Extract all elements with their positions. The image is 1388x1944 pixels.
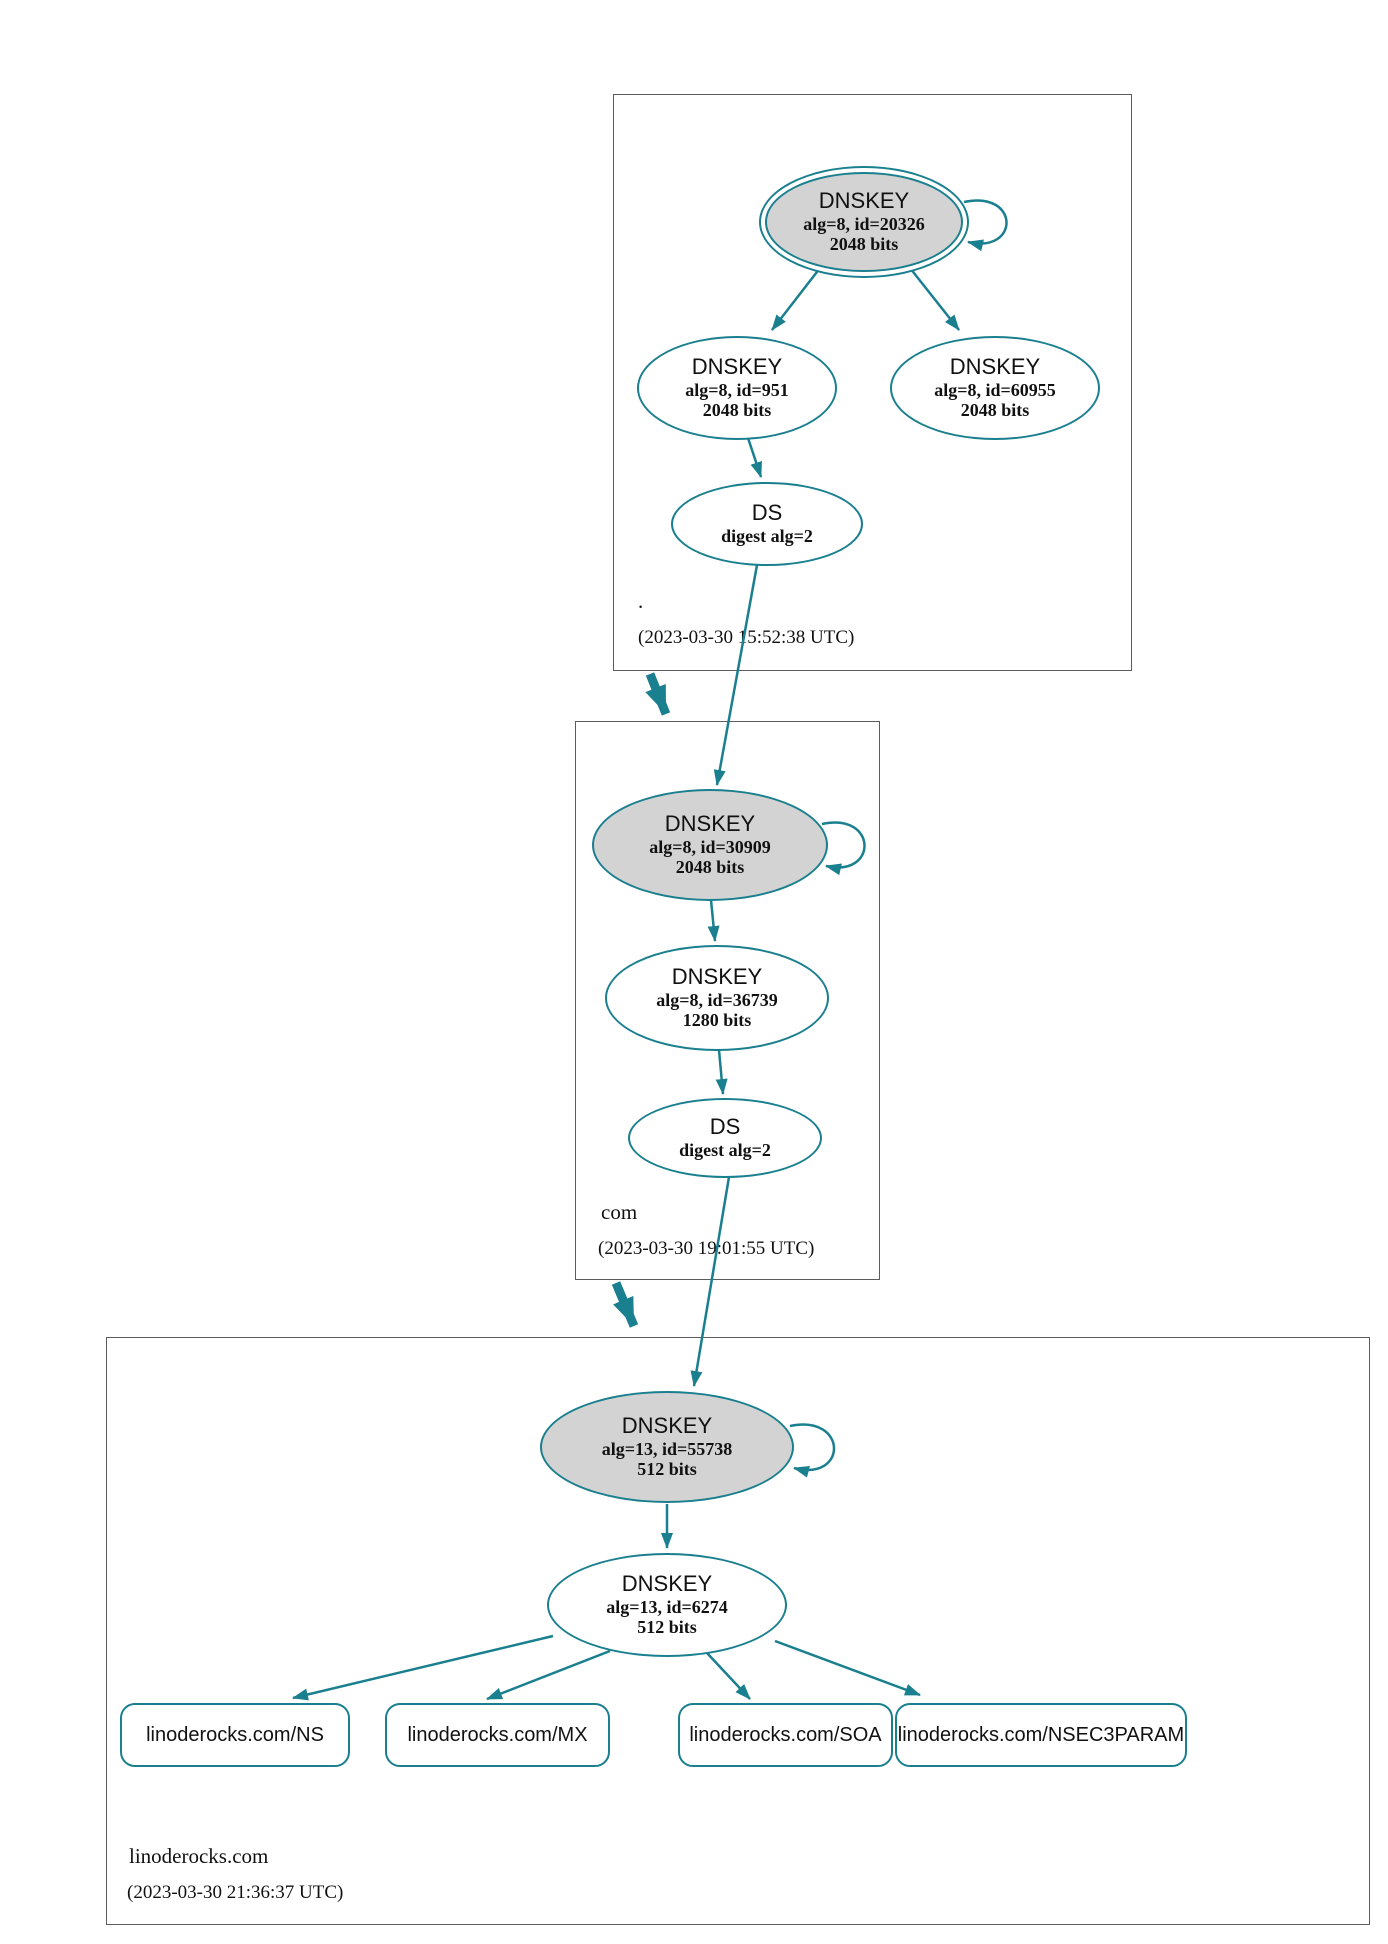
node-detail: alg=8, id=30909	[649, 836, 771, 857]
dnskey-node-root-zsk-60955[interactable]: DNSKEY alg=8, id=60955 2048 bits	[890, 336, 1100, 440]
node-detail: alg=8, id=60955	[934, 379, 1056, 400]
node-detail: alg=8, id=36739	[656, 989, 778, 1010]
node-bits: 1280 bits	[682, 1010, 752, 1031]
edge-root-ds-to-com-ksk	[713, 564, 759, 786]
node-title: DNSKEY	[621, 1571, 713, 1597]
edge-com-ds-to-dom-ksk	[690, 1176, 731, 1387]
dnskey-node-com-ksk[interactable]: DNSKEY alg=8, id=30909 2048 bits	[592, 789, 828, 901]
edge-com-ksk-to-zsk	[707, 899, 720, 942]
node-title: DNSKEY	[671, 964, 763, 990]
node-title: DNSKEY	[818, 188, 910, 214]
edge-com-zsk-to-ds	[715, 1049, 728, 1095]
edge-dom-zsk-to-nsec3param	[774, 1639, 921, 1697]
node-title: DS	[751, 500, 783, 526]
rrset-label: linoderocks.com/NS	[146, 1723, 324, 1746]
node-bits: 2048 bits	[960, 400, 1030, 421]
dnskey-node-linoderocks-ksk[interactable]: DNSKEY alg=13, id=55738 512 bits	[540, 1391, 794, 1503]
zone-cluster-linoderocks: linoderocks.com (2023-03-30 21:36:37 UTC…	[106, 1337, 1370, 1925]
zone-cluster-root: . (2023-03-30 15:52:38 UTC)	[613, 94, 1132, 671]
rrset-label: linoderocks.com/NSEC3PARAM	[897, 1723, 1185, 1746]
node-title: DNSKEY	[664, 811, 756, 837]
node-bits: 2048 bits	[702, 400, 772, 421]
zone-name-root: .	[638, 589, 644, 613]
edge-delegation-com-to-linoderocks	[611, 1281, 639, 1328]
node-detail: alg=8, id=951	[685, 379, 789, 400]
zone-timestamp-linoderocks: (2023-03-30 21:36:37 UTC)	[127, 1882, 344, 1903]
node-bits: 512 bits	[637, 1459, 697, 1480]
node-bits: 2048 bits	[829, 234, 899, 255]
dnskey-node-linoderocks-zsk[interactable]: DNSKEY alg=13, id=6274 512 bits	[547, 1553, 787, 1657]
node-detail: alg=8, id=20326	[803, 213, 925, 234]
zone-name-linoderocks: linoderocks.com	[129, 1844, 269, 1868]
node-detail: digest alg=2	[721, 526, 813, 547]
edge-dom-zsk-to-ns	[292, 1634, 554, 1701]
node-title: DS	[709, 1114, 741, 1140]
edge-dom-zsk-to-soa	[706, 1652, 751, 1700]
node-bits: 2048 bits	[675, 857, 745, 878]
node-detail: digest alg=2	[679, 1140, 771, 1161]
ds-node-root[interactable]: DS digest alg=2	[671, 482, 863, 566]
node-title: DNSKEY	[621, 1413, 713, 1439]
edge-root-zsk951-to-ds	[746, 437, 763, 478]
rrset-node-mx[interactable]: linoderocks.com/MX	[385, 1703, 610, 1767]
edge-com-ksk-selfloop	[821, 821, 866, 876]
edge-delegation-root-to-com	[645, 672, 671, 716]
edge-dom-zsk-to-mx	[486, 1649, 611, 1701]
node-detail: alg=13, id=6274	[606, 1596, 728, 1617]
ds-node-com[interactable]: DS digest alg=2	[628, 1098, 822, 1178]
edge-dom-ksk-selfloop	[789, 1423, 836, 1478]
dnskey-node-root-zsk-951[interactable]: DNSKEY alg=8, id=951 2048 bits	[637, 336, 837, 440]
rrset-node-ns[interactable]: linoderocks.com/NS	[120, 1703, 350, 1767]
zone-timestamp-root: (2023-03-30 15:52:38 UTC)	[638, 627, 855, 648]
rrset-node-soa[interactable]: linoderocks.com/SOA	[678, 1703, 893, 1767]
dnskey-node-root-ksk[interactable]: DNSKEY alg=8, id=20326 2048 bits	[759, 166, 969, 278]
rrset-node-nsec3param[interactable]: linoderocks.com/NSEC3PARAM	[895, 1703, 1187, 1767]
zone-timestamp-com: (2023-03-30 19:01:55 UTC)	[598, 1238, 815, 1259]
rrset-label: linoderocks.com/MX	[407, 1723, 588, 1746]
node-title: DNSKEY	[949, 354, 1041, 380]
node-title: DNSKEY	[691, 354, 783, 380]
zone-name-com: com	[601, 1200, 638, 1224]
edge-root-ksk-selfloop	[963, 199, 1008, 252]
dnskey-node-com-zsk[interactable]: DNSKEY alg=8, id=36739 1280 bits	[605, 945, 829, 1051]
zone-cluster-com: com (2023-03-30 19:01:55 UTC)	[575, 721, 880, 1280]
node-bits: 512 bits	[637, 1617, 697, 1638]
edge-root-ksk-to-zsk951	[771, 267, 821, 331]
node-detail: alg=13, id=55738	[601, 1438, 733, 1459]
edge-root-ksk-to-zsk60955	[909, 267, 960, 331]
rrset-label: linoderocks.com/SOA	[689, 1723, 882, 1746]
